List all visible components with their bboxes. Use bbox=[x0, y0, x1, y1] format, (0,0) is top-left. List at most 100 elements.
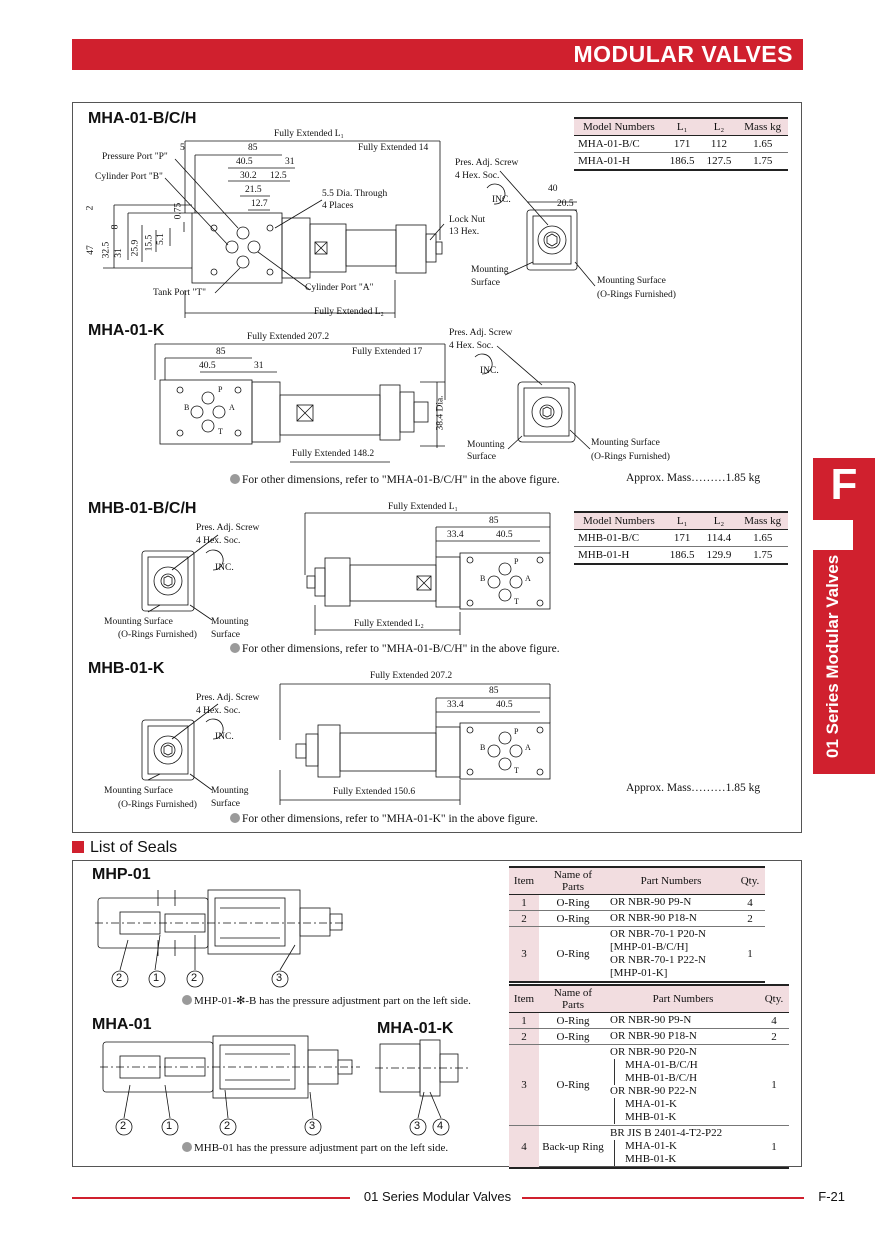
section-title-mhb-bch: MHB-01-B/C/H bbox=[88, 500, 197, 517]
table-header: L₁ bbox=[663, 117, 701, 136]
dim-value: 85 bbox=[248, 143, 258, 153]
table-cell: OR NBR-70-1 P20-N [MHP-01-B/C/H] OR NBR-… bbox=[607, 926, 735, 983]
part-number: MHA-01-K bbox=[614, 1098, 756, 1111]
table-cell: O-Ring bbox=[539, 1044, 607, 1126]
table-cell: OR NBR-90 P18-N bbox=[607, 910, 735, 927]
table-cell: MHB-01-B/C bbox=[574, 529, 664, 547]
table-cell: O-Ring bbox=[539, 1028, 607, 1045]
mounting-label: Mounting Surface bbox=[104, 786, 173, 796]
dimensions-frame bbox=[72, 102, 802, 833]
table-cell: 2 bbox=[509, 910, 539, 927]
callout-number: 2 bbox=[224, 1120, 231, 1132]
dim-value: 12.5 bbox=[270, 171, 287, 181]
footer-title: 01 Series Modular Valves bbox=[363, 1189, 512, 1204]
table-header: Mass kg bbox=[737, 511, 788, 530]
table-row: 4 Back-up Ring BR JIS B 2401-4-T2-P22 MH… bbox=[509, 1125, 789, 1169]
screw-label: Pres. Adj. Screw bbox=[449, 328, 513, 338]
table-row: 2 O-Ring OR NBR-90 P18-N 2 bbox=[509, 1028, 789, 1045]
section-title-mhb-k: MHB-01-K bbox=[88, 660, 165, 677]
table-cell: 1.75 bbox=[737, 546, 788, 565]
port-letter: B bbox=[480, 574, 486, 583]
mounting-label: Mounting bbox=[471, 265, 509, 275]
dim-label: Fully Extended 17 bbox=[352, 347, 423, 357]
callout-number: 3 bbox=[309, 1120, 316, 1132]
dim-value: 40.5 bbox=[496, 700, 513, 710]
port-label: Cylinder Port "A" bbox=[305, 283, 374, 293]
part-number: OR NBR-70-1 P22-N bbox=[610, 954, 706, 966]
mass-mhb-k: Approx. Mass………1.85 kg bbox=[626, 782, 761, 794]
port-letter: P bbox=[218, 385, 223, 394]
seal-table-mhp: Item Name of Parts Part Numbers Qty. 1 O… bbox=[509, 866, 765, 983]
part-number: OR NBR-70-1 P20-N bbox=[610, 928, 706, 940]
table-header: L₂ bbox=[700, 117, 738, 136]
part-number: OR NBR-90 P20-N bbox=[610, 1046, 697, 1058]
seal-title-mha: MHA-01 bbox=[92, 1016, 152, 1033]
dim-value: 85 bbox=[489, 686, 499, 696]
dim-value: 85 bbox=[489, 516, 499, 526]
dim-value: 40.5 bbox=[236, 157, 253, 167]
port-label: Pressure Port "P" bbox=[102, 152, 168, 162]
table-cell: 114.4 bbox=[700, 529, 738, 547]
table-cell: MHA-01-B/C bbox=[574, 135, 664, 153]
part-number: [MHP-01-K] bbox=[610, 967, 668, 979]
mounting-label: (O-Rings Furnished) bbox=[118, 630, 197, 640]
mounting-label: Mounting bbox=[211, 786, 249, 796]
note-mhb-bch: For other dimensions, refer to "MHA-01-B… bbox=[230, 643, 560, 655]
table-cell: OR NBR-90 P20-N MHA-01-B/C/H MHB-01-B/C/… bbox=[607, 1044, 759, 1126]
table-header: Model Numbers bbox=[574, 511, 664, 530]
table-header: Part Numbers bbox=[607, 984, 759, 1013]
screw-label: Pres. Adj. Screw bbox=[455, 158, 519, 168]
dim-label: Fully Extended L₂ bbox=[354, 619, 424, 629]
table-cell: 2 bbox=[759, 1028, 789, 1045]
table-header: Name of Parts bbox=[539, 984, 607, 1013]
nut-label: 13 Hex. bbox=[449, 227, 480, 237]
table-cell: 1 bbox=[509, 894, 539, 911]
part-number: MHB-01-K bbox=[614, 1153, 756, 1166]
part-number: MHA-01-B/C/H bbox=[614, 1059, 756, 1072]
table-cell: MHA-01-H bbox=[574, 152, 664, 171]
port-label: Cylinder Port "B" bbox=[95, 172, 163, 182]
table-cell: 127.5 bbox=[700, 152, 738, 171]
bullet-icon bbox=[182, 1142, 192, 1152]
screw-label: 4 Hex. Soc. bbox=[455, 171, 500, 181]
port-label: Tank Port "T" bbox=[153, 288, 207, 298]
bullet-icon bbox=[230, 474, 240, 484]
table-header: L₂ bbox=[700, 511, 738, 530]
technical-drawings bbox=[103, 140, 596, 805]
table-cell: 1 bbox=[759, 1044, 789, 1126]
mounting-label: Mounting bbox=[211, 617, 249, 627]
header-bar: MODULAR VALVES bbox=[72, 39, 803, 70]
square-bullet-icon bbox=[72, 841, 84, 853]
mounting-label: (O-Rings Furnished) bbox=[597, 290, 676, 300]
hole-label: 5.5 Dia. Through bbox=[322, 189, 388, 199]
inc-label: INC. bbox=[492, 195, 511, 205]
table-cell: 3 bbox=[509, 1044, 539, 1126]
table-row: 3 O-Ring OR NBR-90 P20-N MHA-01-B/C/H MH… bbox=[509, 1044, 789, 1126]
table-cell: OR NBR-90 P9-N bbox=[607, 1012, 759, 1029]
callout-number: 2 bbox=[120, 1120, 127, 1132]
table-row: MHB-01-H 186.5 129.9 1.75 bbox=[574, 546, 788, 565]
table-cell: 112 bbox=[700, 135, 738, 153]
part-number: BR JIS B 2401-4-T2-P22 bbox=[610, 1127, 723, 1139]
table-cell: 4 bbox=[759, 1012, 789, 1029]
port-letter: B bbox=[184, 403, 190, 412]
dim-label: Fully Extended 207.2 bbox=[247, 332, 330, 342]
seal-title-mhp: MHP-01 bbox=[92, 866, 151, 883]
table-row: 3 O-Ring OR NBR-70-1 P20-N [MHP-01-B/C/H… bbox=[509, 926, 765, 983]
table-cell: Back-up Ring bbox=[539, 1125, 607, 1169]
table-cell: 1.75 bbox=[737, 152, 788, 171]
port-letter: T bbox=[514, 597, 519, 606]
table-row: 2 O-Ring OR NBR-90 P18-N 2 bbox=[509, 910, 765, 927]
table-cell: 3 bbox=[509, 926, 539, 983]
table-row: 1 O-Ring OR NBR-90 P9-N 4 bbox=[509, 1012, 789, 1029]
table-header: Name of Parts bbox=[539, 866, 607, 895]
dim-value: 33.4 bbox=[447, 700, 464, 710]
screw-label: 4 Hex. Soc. bbox=[196, 536, 241, 546]
drawing-labels: Fully Extended L₁ Fully Extended 14 5 85… bbox=[85, 129, 676, 810]
note-mhp: MHP-01-✻-B has the pressure adjustment p… bbox=[182, 994, 471, 1007]
table-cell: 1 bbox=[509, 1012, 539, 1029]
table-header: L₁ bbox=[663, 511, 701, 530]
dim-value: 12.7 bbox=[251, 199, 268, 209]
nut-label: Lock Nut bbox=[449, 215, 486, 225]
